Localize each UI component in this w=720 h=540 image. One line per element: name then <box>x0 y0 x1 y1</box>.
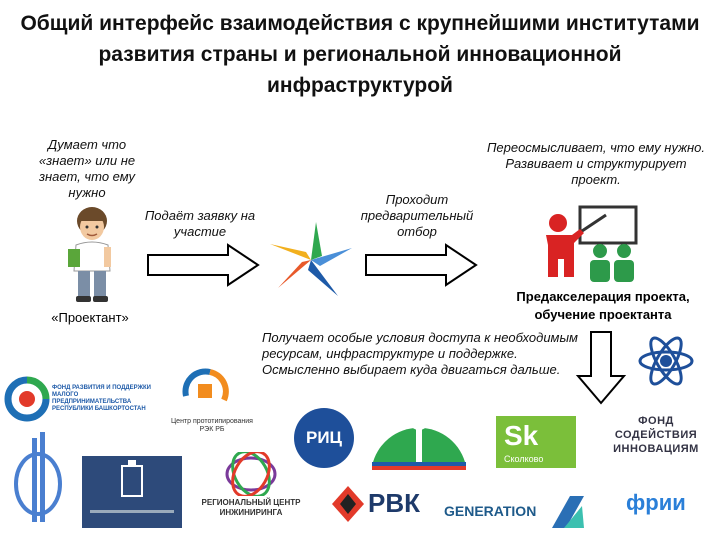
ric-logo-text: РИЦ <box>306 428 342 447</box>
skolkovo-logo: Sk Сколково <box>496 416 576 468</box>
proto-center-text: Центр прототипирования РЭК РБ <box>171 418 253 433</box>
preaccel-label: Предакселерация проекта, обучение проект… <box>516 289 690 322</box>
fund-bash-emblem <box>4 376 50 422</box>
arrow-right-icon <box>365 243 478 287</box>
rvk-emblem <box>332 486 364 522</box>
emblem-logo <box>14 432 62 522</box>
ric-logo: РИЦ <box>294 408 354 468</box>
institution-logo <box>82 456 182 528</box>
fund-innov-logo: ФОНД СОДЕЙСТВИЯ ИННОВАЦИЯМ <box>613 415 699 455</box>
business-park-logo <box>372 410 466 470</box>
program-star-logo <box>270 222 352 296</box>
atom-logo <box>638 336 694 386</box>
step-apply-label: Подаёт заявку на участие <box>144 208 256 239</box>
person-icon <box>68 207 111 302</box>
page-title: Общий интерфейс взаимодействия с крупней… <box>20 12 700 97</box>
skolkovo-name: Сколково <box>504 454 544 464</box>
generation-text: GENERATION <box>444 503 537 519</box>
proto-center-icon <box>182 368 229 402</box>
frii-logo: фрии <box>626 490 686 515</box>
rvk-text: РВК <box>368 488 420 518</box>
arrow-right-icon <box>147 243 260 287</box>
training-icon <box>546 205 638 282</box>
projectant-thought: Думает что «знает» или не знает, что ему… <box>38 137 136 200</box>
step-rethink-label: Переосмысливает, что ему нужно. Развивае… <box>486 140 706 187</box>
step-select-label: Проходит предварительный отбор <box>360 192 474 239</box>
fund-bash-text: ФОНД РАЗВИТИЯ И ПОДДЕРЖКИ МАЛОГО ПРЕДПРИ… <box>52 385 151 412</box>
engineering-center-text: РЕГИОНАЛЬНЫЙ ЦЕНТР ИНЖИНИРИНГА <box>201 498 301 517</box>
outcome-text: Получает особые условия доступа к необхо… <box>262 330 578 377</box>
arrow-down-icon <box>575 331 627 405</box>
engineering-center-icon <box>225 452 277 496</box>
generation-icon <box>552 496 584 528</box>
projectant-label: «Проектант» <box>51 310 129 325</box>
skolkovo-mark: Sk <box>504 420 539 451</box>
